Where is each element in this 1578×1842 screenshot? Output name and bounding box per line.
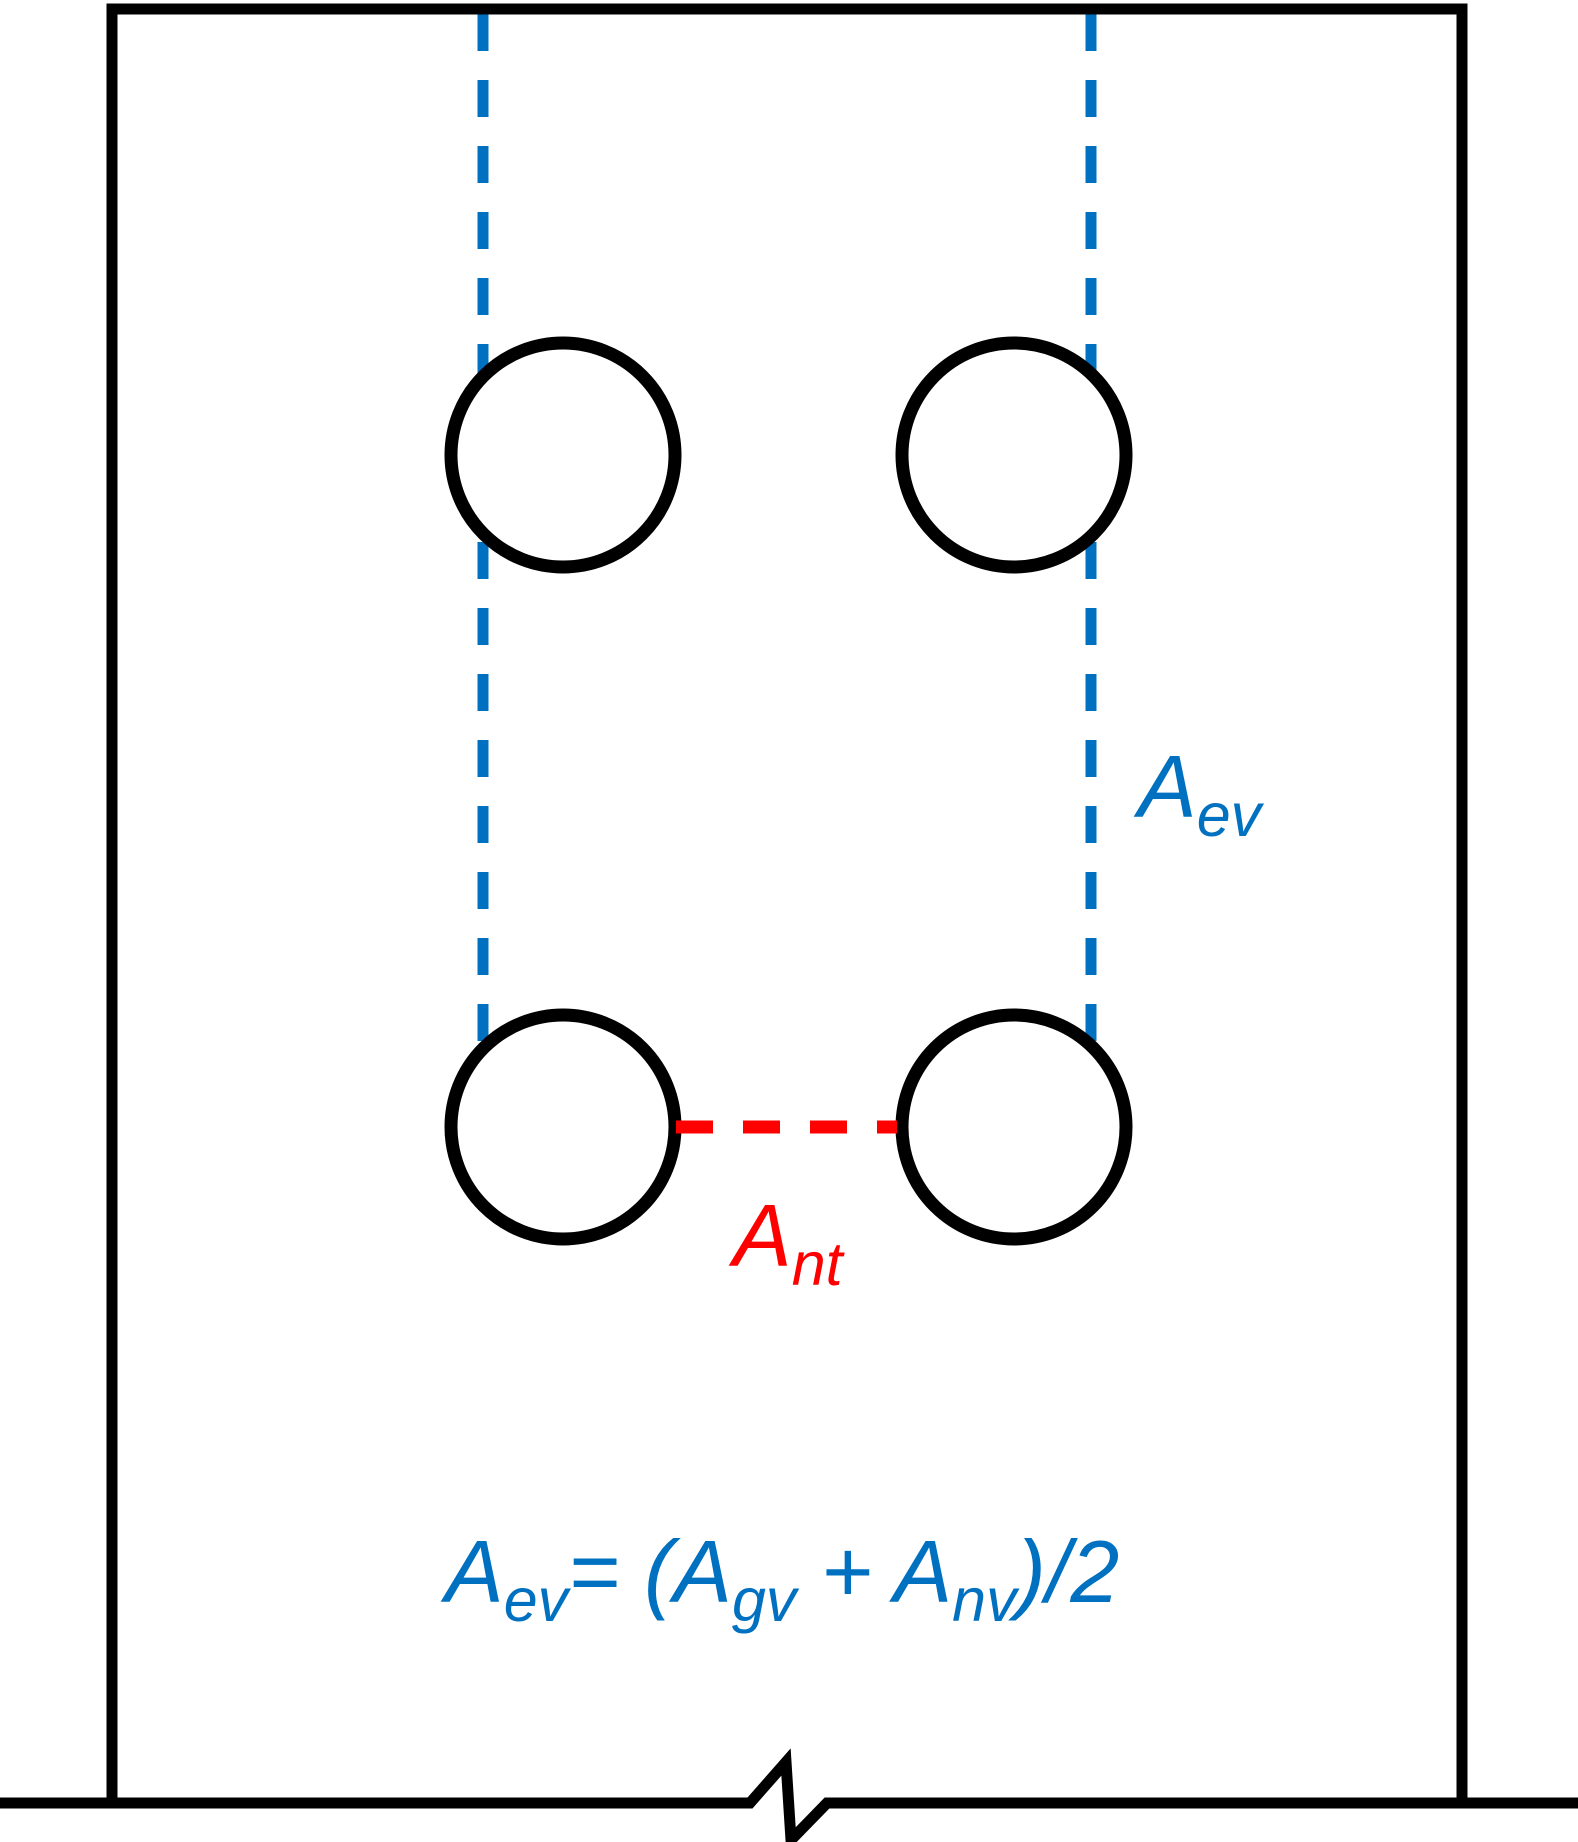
shear-area-label: Aev: [1138, 743, 1261, 846]
formula-term-agv: A: [673, 1522, 732, 1621]
formula-subscript-gv: gv: [732, 1566, 797, 1634]
shear-area-label-main: A: [1138, 737, 1197, 836]
bolt-hole-top-right: [895, 336, 1133, 574]
formula-subscript-ev: ev: [503, 1566, 569, 1634]
formula-equals-paren: = (: [568, 1522, 674, 1621]
formula-subscript-nv: nv: [952, 1566, 1017, 1634]
plate-break-line: [0, 1748, 1578, 1842]
tension-area-label: Ant: [733, 1192, 843, 1295]
plate-outline: [106, 3, 1468, 1808]
bolt-hole-bottom-left: [444, 1008, 682, 1246]
shear-area-label-subscript: ev: [1196, 781, 1262, 849]
block-shear-formula: Aev= (Agv + Anv)/2: [445, 1528, 1119, 1631]
tension-area-label-main: A: [733, 1186, 792, 1285]
formula-plus: +: [796, 1522, 894, 1621]
formula-term-aev: A: [445, 1522, 504, 1621]
tension-area-label-subscript: nt: [791, 1230, 843, 1298]
bolt-hole-top-left: [444, 336, 682, 574]
formula-term-anv: A: [893, 1522, 953, 1621]
formula-close-divide: )/2: [1016, 1522, 1120, 1621]
bolt-hole-bottom-right: [895, 1008, 1133, 1246]
